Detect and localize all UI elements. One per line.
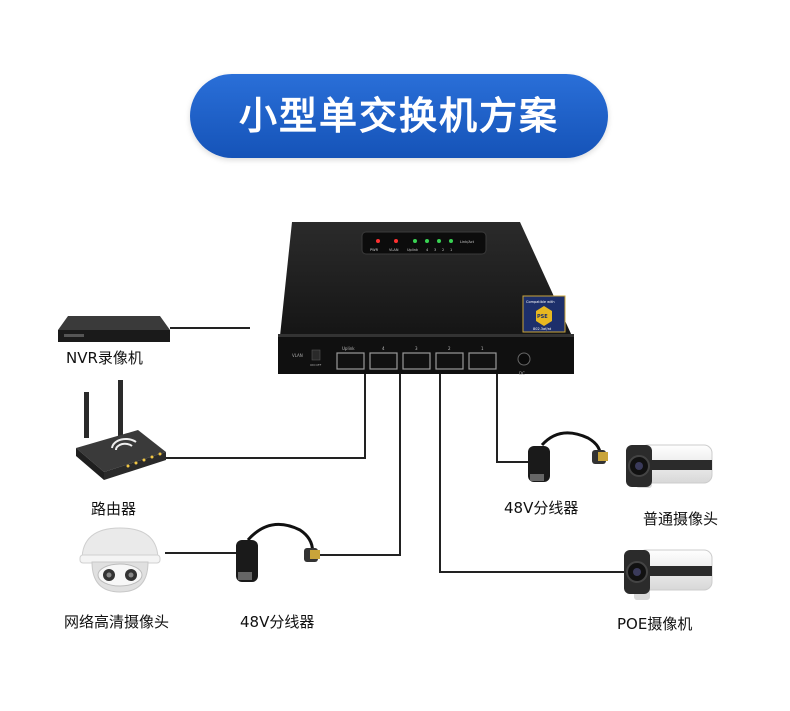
page-title: 小型单交换机方案 xyxy=(238,94,559,138)
port-label-4: 4 xyxy=(382,346,385,351)
cable-dome xyxy=(320,372,401,556)
port-row xyxy=(336,352,497,370)
cable-poe-camera xyxy=(439,372,628,573)
cables xyxy=(165,327,628,573)
nvr-device xyxy=(58,316,170,342)
label-nvr: NVR录像机 xyxy=(66,349,143,367)
led-label-pwr: PWR xyxy=(370,248,379,252)
badge-pse-text: PSE xyxy=(537,314,548,320)
title-pill xyxy=(190,74,608,158)
cable-router xyxy=(165,372,366,459)
port-label-3: 3 xyxy=(415,346,418,351)
dome-camera-device xyxy=(79,527,161,593)
cable-normal-camera xyxy=(496,372,528,463)
led-label-4: 4 xyxy=(426,248,429,252)
onoff-label: ON OFF xyxy=(310,363,322,367)
label-splitter-left: 48V分线器 xyxy=(240,613,315,631)
port-label-1: 1 xyxy=(481,346,484,351)
led-label-2: 2 xyxy=(442,248,444,252)
vlan-switch-label: VLAN xyxy=(292,353,303,358)
switch-top xyxy=(280,222,572,336)
poe-camera-device xyxy=(624,549,713,600)
router-device xyxy=(76,380,166,480)
led-label-vlan: VLAN xyxy=(389,248,399,252)
led-label-linkact: Link/Act xyxy=(460,240,475,244)
led-panel xyxy=(361,231,487,255)
dc-jack xyxy=(517,352,531,366)
led-label-1: 1 xyxy=(450,248,452,252)
led-label-3: 3 xyxy=(434,248,436,252)
splitter-right-device xyxy=(528,431,608,482)
led-label-uplink: Uplink xyxy=(407,248,419,252)
label-splitter-right: 48V分线器 xyxy=(504,499,579,517)
poe-switch: PWR VLAN Uplink 4 3 2 1 Link/Act Compati… xyxy=(278,222,574,376)
port-label-2: 2 xyxy=(448,346,451,351)
label-poe-camera: POE摄像机 xyxy=(617,615,693,633)
dc-label: DC xyxy=(519,371,525,376)
label-dome-camera: 网络高清摄像头 xyxy=(64,613,170,631)
label-router: 路由器 xyxy=(91,500,137,518)
splitter-left-device xyxy=(236,522,320,582)
badge-bottom-text: 802.3af/at xyxy=(533,327,552,331)
pse-badge: Compatible with PSE 802.3af/at xyxy=(522,295,566,333)
label-normal-camera: 普通摄像头 xyxy=(643,510,719,528)
normal-camera-device xyxy=(626,444,713,488)
badge-top-text: Compatible with xyxy=(526,300,555,304)
port-label-uplink: Uplink xyxy=(342,346,355,351)
